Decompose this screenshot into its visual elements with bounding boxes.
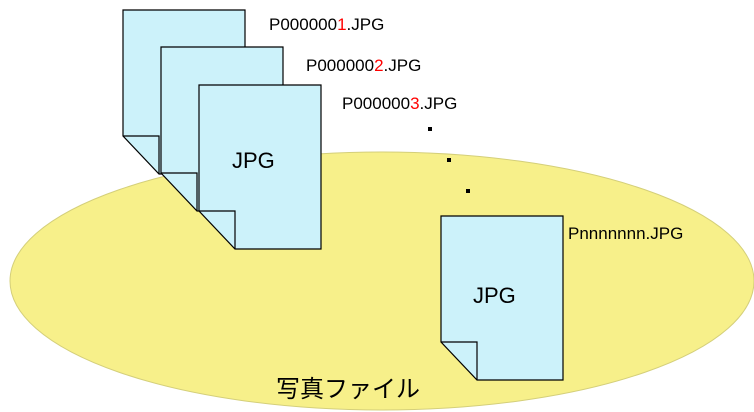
file-name-extension: .JPG xyxy=(383,56,422,75)
file-name-prefix: P000000 xyxy=(269,15,338,34)
file-name-number: 3 xyxy=(410,94,420,113)
ellipsis-dot xyxy=(466,189,470,193)
document-label: JPG xyxy=(232,148,275,173)
file-name-extension: .JPG xyxy=(346,15,385,34)
file-name-extension: .JPG xyxy=(419,94,458,113)
file-name-number: 2 xyxy=(374,56,384,75)
file-name-number: 1 xyxy=(337,15,347,34)
region-label: 写真ファイル xyxy=(276,375,420,403)
file-name-prefix: P000000 xyxy=(342,94,411,113)
file-name-label: P0000001.JPG xyxy=(269,15,384,35)
file-name-label: P0000003.JPG xyxy=(342,94,457,114)
file-name-label: P0000002.JPG xyxy=(306,56,421,76)
ellipsis-dot xyxy=(447,158,451,162)
photo-file-region xyxy=(9,151,754,411)
document-icon xyxy=(440,215,564,381)
document-label: JPG xyxy=(473,283,516,308)
file-name-prefix: P000000 xyxy=(306,56,375,75)
document-icon xyxy=(198,84,322,250)
file-name-label-last: Pnnnnnnn.JPG xyxy=(568,224,684,243)
ellipsis-dot xyxy=(428,127,432,131)
